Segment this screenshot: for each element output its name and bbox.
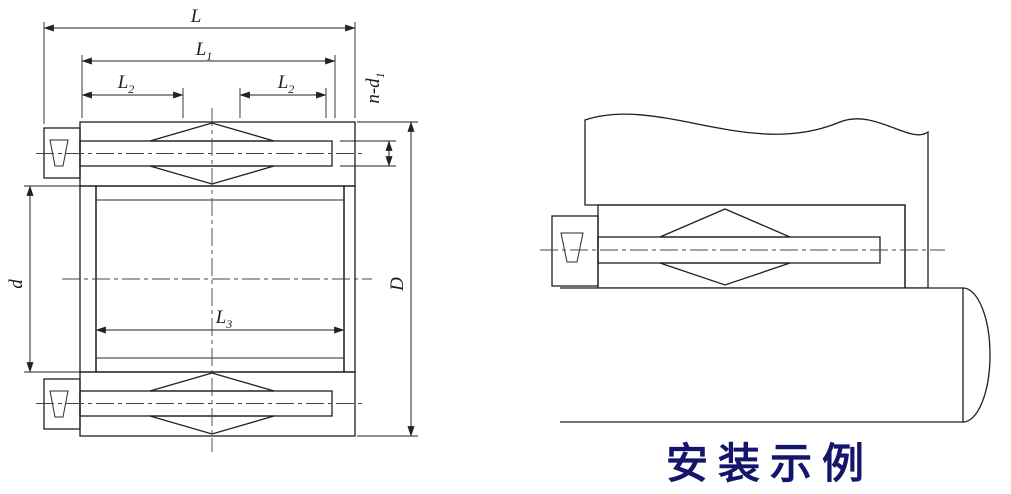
shaft-end-section [962, 287, 991, 423]
top-taper-cone-lower [149, 165, 275, 185]
dim-label-L2-right: L2 [277, 72, 295, 96]
top-bolt-head [43, 127, 81, 179]
dim-label-L: L [190, 6, 202, 27]
installed-bolt-socket-icon [560, 232, 584, 263]
caption-installation-example: 安装示例 [666, 439, 874, 488]
installed-taper-cone-upper [659, 208, 791, 238]
installed-taper-cone-lower [659, 262, 791, 286]
dim-label-d: d [6, 279, 27, 289]
dim-label-L2-left: L2 [117, 72, 135, 96]
bottom-bolt-head [43, 378, 81, 430]
installation-view: 安装示例 [540, 113, 991, 488]
top-bolt-socket-icon [49, 139, 69, 167]
dim-label-nd1: n-d1 [363, 72, 387, 103]
shaft-body [560, 288, 963, 422]
bottom-bolt-socket-icon [49, 390, 69, 418]
dim-label-L3: L3 [215, 307, 233, 331]
hub-hatch [584, 113, 929, 289]
installed-bolt-head [551, 215, 599, 287]
dim-label-D: D [387, 277, 408, 292]
section-view: L L1 L2 L2 n-d1 d D L3 [6, 6, 418, 452]
dim-label-L1: L1 [195, 39, 213, 63]
